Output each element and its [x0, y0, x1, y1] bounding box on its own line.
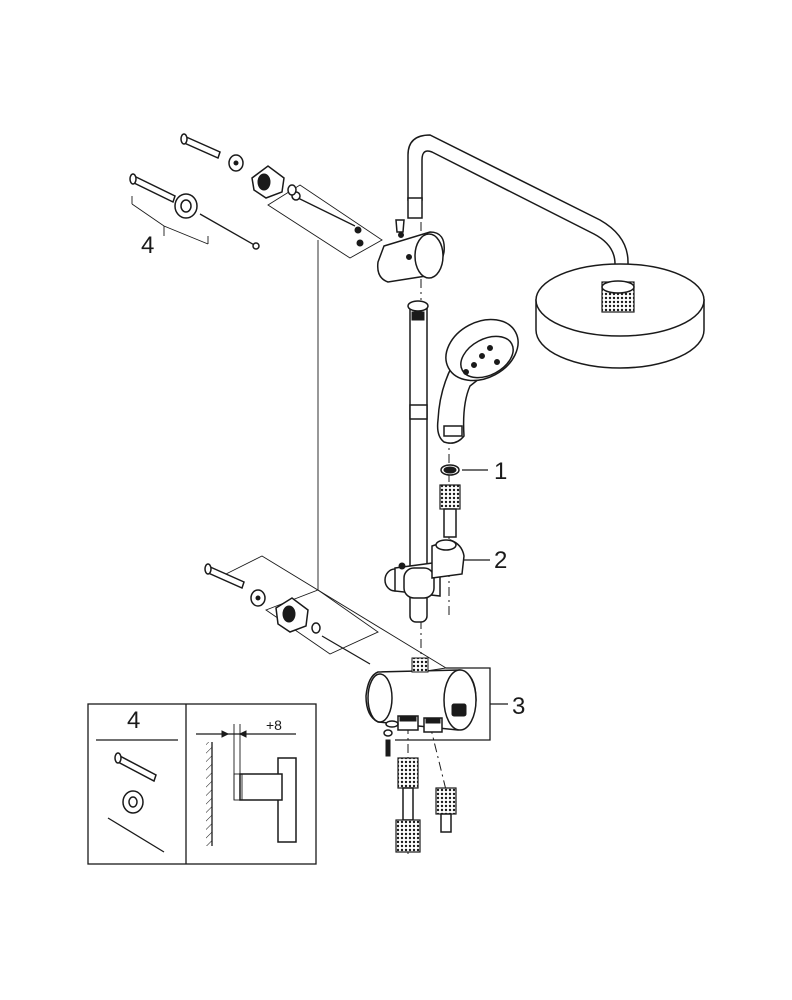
bottom-screw-long: [321, 635, 371, 665]
inset-plug: [115, 753, 157, 783]
inset-dimension: +8: [266, 717, 282, 733]
shower-rail: [407, 300, 429, 623]
head-shower: [535, 263, 705, 369]
callout-2: 2: [494, 547, 507, 574]
hand-shower: [436, 318, 519, 444]
diverter-body: [365, 657, 477, 733]
kit-4-bracket: [131, 196, 209, 245]
diverter-oring: [385, 720, 399, 728]
bottom-plug-bolt: [204, 563, 245, 590]
top-small-screw-a: [354, 226, 362, 234]
diverter-screw: [383, 729, 393, 757]
bottom-wall-anchor: [275, 597, 309, 633]
top-screw-long: [291, 191, 356, 227]
top-wall-bracket: [376, 219, 445, 283]
hand-shower-holder: [384, 539, 465, 599]
top-fixing-outline: [267, 184, 383, 259]
inset-elbow: [239, 773, 283, 801]
inlet-right: [435, 787, 457, 833]
callout-3: 3: [512, 693, 525, 720]
kit-4-screw: [199, 213, 257, 247]
kit-4-plug: [131, 174, 176, 204]
callout-4: 4: [141, 232, 154, 259]
inset-screw: [107, 817, 165, 853]
bottom-fixing-outline-2: [265, 589, 379, 655]
inset-panel: 4 +8: [87, 703, 317, 865]
diverter-logo: [451, 703, 467, 717]
top-plug-bolt: [180, 133, 221, 160]
callout-3-bracket: [395, 667, 508, 741]
top-small-screw-b: [356, 239, 364, 247]
top-wall-anchor: [251, 165, 285, 199]
inlet-left: [395, 757, 421, 853]
hose-nut: [439, 484, 461, 538]
top-washer-small: [287, 184, 297, 196]
kit-4-parts: [129, 173, 260, 250]
callout-1: 1: [494, 458, 507, 485]
inset-kit-label: 4: [127, 707, 140, 734]
axis-line-inlet-right: [429, 724, 447, 791]
